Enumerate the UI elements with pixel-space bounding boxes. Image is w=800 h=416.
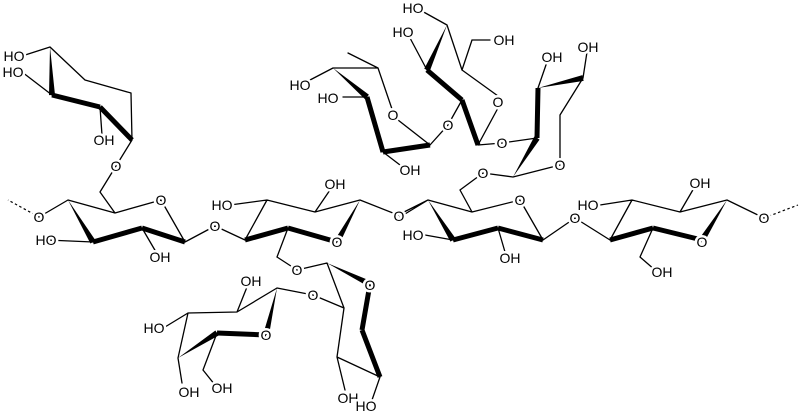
hydroxyl-label: OH [400, 162, 421, 178]
hydroxyl-label: HO [403, 0, 424, 16]
hydroxyl-label: OH [241, 273, 262, 289]
glycosidic-oxygen: O [394, 208, 405, 224]
glycosidic-oxygen: O [759, 210, 770, 226]
hydroxyl-label: HO [36, 232, 57, 248]
hydroxyl-label: HO [578, 197, 599, 213]
wedge-bond [334, 200, 360, 244]
hydroxyl-label: HO [318, 90, 339, 106]
atom-labels: HO HO OH O O O HO OH O HO OH O O O O O O… [0, 0, 772, 416]
glycosidic-oxygen: O [111, 158, 122, 174]
ring-oxygen: O [697, 234, 708, 250]
hydroxyl-label: OH [338, 390, 359, 406]
wedge-bond [178, 330, 219, 358]
ring-oxygen: O [555, 157, 566, 173]
wedge-bond [68, 200, 96, 244]
hydroxyl-label: OH [94, 132, 115, 148]
wedge-bond [327, 263, 372, 287]
hydroxyl-label: HO [4, 48, 25, 64]
hydroxyl-label: HO [356, 398, 377, 414]
ring-oxygen: O [388, 107, 399, 123]
wedge-bond [333, 68, 369, 100]
bond-lines [21, 9, 765, 401]
hydroxyl-label: OH [212, 380, 233, 396]
wedge-bond [263, 288, 277, 336]
polymer-continuation-left [7, 199, 40, 218]
bonds [7, 9, 799, 401]
wedge-bond [428, 200, 456, 242]
wedge-bond [49, 47, 55, 96]
ring-oxygen: O [365, 277, 376, 293]
bold-bonds [51, 68, 703, 378]
wedge-bond [538, 75, 584, 88]
wedge-bond [699, 200, 727, 242]
wedge-bonds [49, 25, 727, 358]
hydroxyl-label: HO [3, 64, 24, 80]
glycosidic-oxygen: O [570, 210, 581, 226]
glycosidic-oxygen: O [210, 218, 221, 234]
glycosidic-oxygen: O [292, 262, 303, 278]
wedge-bond [513, 136, 540, 177]
glycosidic-oxygen: O [497, 135, 508, 151]
ring-oxygen: O [515, 192, 526, 208]
hydroxyl-label: OH [542, 49, 563, 65]
hydroxyl-label: HO [403, 227, 424, 243]
glycosidic-oxygen: O [443, 117, 454, 133]
hydroxyl-label: HO [290, 77, 311, 93]
ring-oxygen: O [332, 234, 343, 250]
hydroxyl-label: OH [179, 384, 200, 400]
ring-oxygen: O [261, 327, 272, 343]
hydroxyl-label: OH [494, 32, 515, 48]
hydroxyl-label: OH [690, 175, 711, 191]
hydroxyl-label: HO [144, 320, 165, 336]
hydroxyl-label: OH [652, 264, 673, 280]
ring-oxygen: O [156, 192, 167, 208]
glycosidic-oxygen: O [34, 209, 45, 225]
wedge-bond [424, 25, 447, 72]
hydroxyl-label: HO [393, 24, 414, 40]
glycosidic-oxygen: O [478, 165, 489, 181]
hydroxyl-label: OH [500, 250, 521, 266]
polymer-continuation-right [763, 204, 799, 219]
ring-oxygen: O [493, 94, 504, 110]
hydroxyl-label: OH [578, 39, 599, 55]
hydroxyl-label: OH [150, 249, 171, 265]
glycosidic-oxygen: O [308, 287, 319, 303]
hydroxyl-label: HO [212, 197, 233, 213]
hydroxyl-label: OH [325, 176, 346, 192]
